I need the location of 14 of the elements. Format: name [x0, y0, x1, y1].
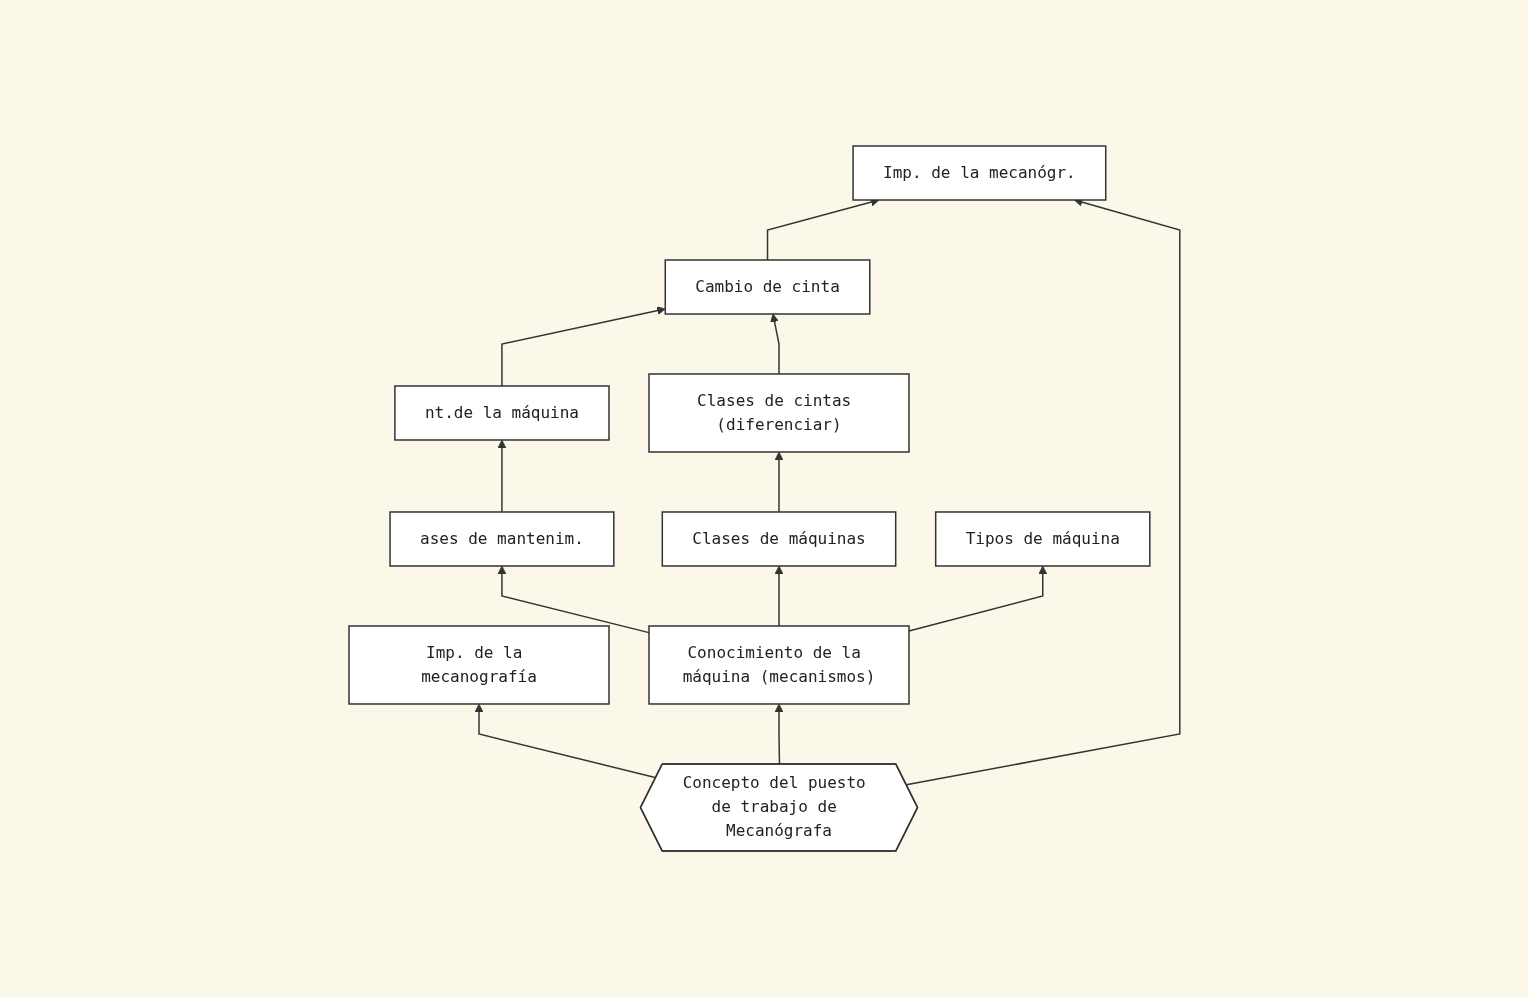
- node-box: Clases de máquinas: [661, 511, 897, 567]
- node-box: nt.de la máquina: [393, 385, 610, 441]
- node-box: Imp. de la mecanografía: [347, 625, 610, 705]
- node-box: ases de mantenim.: [388, 511, 615, 567]
- node-box: Tipos de máquina: [934, 511, 1151, 567]
- arrow: [774, 451, 783, 513]
- arrow: [774, 565, 783, 627]
- arrow: [500, 306, 666, 387]
- arrow: [497, 439, 506, 513]
- node-box: Conocimiento de la máquina (mecanismos): [647, 625, 910, 705]
- arrow: [769, 313, 780, 375]
- node-box: Clases de cintas (diferenciar): [647, 373, 910, 453]
- node-box: Cambio de cinta: [664, 259, 871, 315]
- node-box: Imp. de la mecanógr.: [851, 145, 1107, 201]
